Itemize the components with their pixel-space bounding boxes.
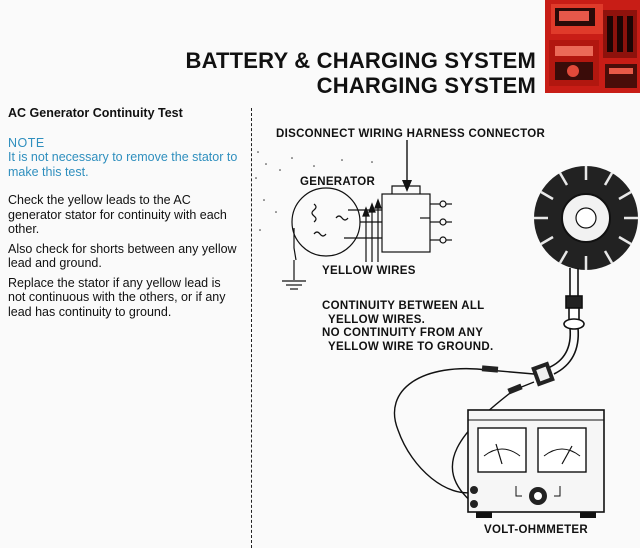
generator-schematic-icon	[282, 187, 382, 290]
label-yellow-wires: YELLOW WIRES	[322, 265, 416, 277]
continuity-test-diagram: DISCONNECT WIRING HARNESS CONNECTOR GENE…	[252, 100, 640, 548]
volt-ohmmeter-icon	[467, 409, 605, 518]
page-title: BATTERY & CHARGING SYSTEM CHARGING SYSTE…	[185, 48, 536, 98]
continuity-line-4: YELLOW WIRE TO GROUND.	[328, 340, 494, 353]
yellow-wires-arrows	[362, 198, 382, 262]
title-line-2: CHARGING SYSTEM	[316, 73, 536, 98]
instruction-paragraph-3: Replace the stator if any yellow lead is…	[8, 275, 226, 319]
continuity-line-3: NO CONTINUITY FROM ANY	[322, 327, 484, 339]
instruction-paragraph-1: Check the yellow leads to the AC generat…	[8, 193, 227, 236]
continuity-notes: CONTINUITY BETWEEN ALL YELLOW WIRES. NO …	[322, 300, 493, 354]
continuity-line-1: CONTINUITY BETWEEN ALL	[322, 300, 485, 312]
label-volt-ohmmeter: VOLT-OHMMETER	[484, 524, 588, 536]
title-line-1: BATTERY & CHARGING SYSTEM	[185, 48, 536, 73]
instruction-paragraph-2: Also check for shorts between any yellow…	[8, 241, 237, 271]
print-speckles	[255, 135, 373, 231]
diagram-drawing	[255, 135, 638, 518]
section-heading: AC Generator Continuity Test	[8, 106, 183, 120]
note-title: NOTE	[8, 136, 45, 150]
label-generator: GENERATOR	[300, 176, 376, 188]
column-divider	[251, 108, 253, 548]
engine-photo	[545, 0, 640, 93]
label-disconnect-connector: DISCONNECT WIRING HARNESS CONNECTOR	[276, 128, 546, 140]
note-text: It is not necessary to remove the stator…	[8, 150, 238, 179]
stator-icon	[534, 166, 638, 270]
stator-connector-plug	[531, 361, 555, 387]
harness-connector-icon	[381, 185, 452, 253]
instructions-column: AC Generator Continuity Test NOTE It is …	[8, 106, 240, 324]
continuity-line-2: YELLOW WIRES.	[328, 313, 426, 326]
stator-cable	[547, 268, 585, 375]
